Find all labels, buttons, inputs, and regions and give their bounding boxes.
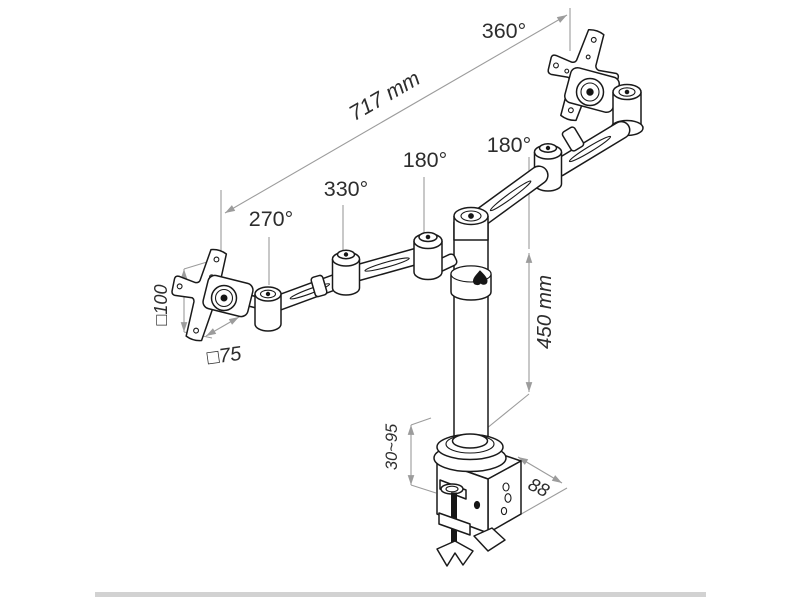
- dim-3095-tick-top: [410, 417, 432, 426]
- left-elbow-joint: [413, 231, 443, 281]
- cable-clip-right-arm: [561, 126, 585, 152]
- pole-top-joint: [453, 206, 489, 241]
- label-vesa-75: □75: [206, 343, 244, 370]
- cable-clip-left-arm: [310, 274, 328, 298]
- dim-100-tick-top: [183, 261, 208, 270]
- right-monitor-vesa-plate: [533, 19, 644, 137]
- label-330-swivel: 330°: [324, 177, 368, 201]
- desk-clamp: [433, 433, 522, 567]
- dim-450-foot: [480, 393, 530, 434]
- footer-divider-bar: [95, 592, 706, 597]
- clamp-wing-nut: [436, 540, 474, 567]
- right-tilt-joint: [564, 66, 620, 114]
- left-mid-joint: [331, 249, 361, 296]
- label-88-clamp-depth: 88: [525, 473, 553, 501]
- clamp-wing-rear: [473, 527, 506, 552]
- label-180-right: 180°: [487, 133, 531, 157]
- label-450mm-height: 450 mm: [533, 275, 556, 349]
- mounting-pole: [424, 221, 492, 445]
- label-30-95-clamp-range: 30~95: [383, 423, 401, 470]
- right-arm: [453, 120, 631, 241]
- left-arm: [238, 231, 443, 332]
- left-tilt-joint: [202, 274, 254, 318]
- cable-clip-pole: [472, 270, 488, 286]
- left-monitor-vesa-plate: [159, 239, 254, 351]
- dim-717-line: [224, 14, 568, 214]
- dim-88-line: [517, 456, 563, 484]
- label-270-rotation: 270°: [249, 207, 293, 231]
- left-wrist-joint: [254, 286, 282, 332]
- right-elbow-joint: [533, 143, 563, 192]
- dim-75-line: [205, 316, 240, 337]
- label-vesa-100: □100: [151, 285, 171, 326]
- dim-3095-tick-bottom: [410, 484, 437, 494]
- clamp-lower-jaw: [438, 512, 471, 536]
- label-717mm-reach: 717 mm: [345, 66, 424, 126]
- label-180-middle: 180°: [403, 148, 447, 172]
- label-360-rotation: 360°: [482, 19, 526, 43]
